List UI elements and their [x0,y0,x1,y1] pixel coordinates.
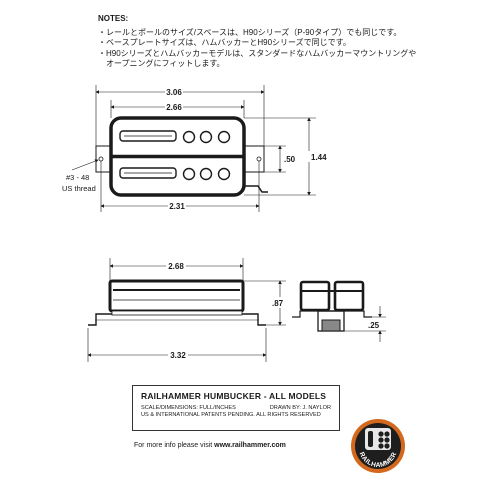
top-rail-lower [119,167,177,179]
railhammer-logo: RAILHAMMER [351,419,405,473]
end-cover-right [333,280,365,312]
notes-line-1: ・レールとポールのサイズ/スペースは、H90シリーズ（P-90タイプ）でも同じで… [98,27,402,37]
end-view-pickup [292,280,372,332]
dim-side-overall-length: 3.32 [170,351,186,360]
notes-line-4: オープニングにフィットします。 [98,59,225,68]
top-lead-wire [244,185,268,193]
end-cover-left [299,280,331,312]
title-block-scale: SCALE/DIMENSIONS: FULL/INCHES [141,405,236,411]
hammer-icon [365,428,391,450]
top-pole-1 [182,130,196,144]
dim-top-mount-spacing: 2.31 [169,202,185,211]
notes-title: NOTES: [98,14,129,23]
top-view-pickup [95,116,268,197]
notes-line-3: ・H90シリーズとハムバッカーモデルは、スタンダードなハムバッカーマウントリング… [98,48,417,58]
title-block: RAILHAMMER HUMBUCKER - ALL MODELS SCALE/… [132,385,340,431]
dim-top-half-height: .50 [284,155,296,164]
dim-side-cover-width: 2.68 [168,262,184,271]
title-block-patents: US & INTERNATIONAL PATENTS PENDING. ALL … [141,412,321,418]
side-view-pickup [88,279,266,326]
notes-block: NOTES: ・レールとポールのサイズ/スペースは、H90シリーズ（P-90タイ… [98,14,428,70]
top-pole-5 [199,167,213,181]
dim-side-height: .87 [272,299,284,308]
top-pole-3 [217,130,231,144]
top-pole-6 [217,167,231,181]
title-block-title: RAILHAMMER HUMBUCKER - ALL MODELS [141,391,327,401]
dim-top-overall-width: 3.06 [166,88,182,97]
notes-line-2: ・ベースプレートサイズは、ハムバッカーとH90シリーズで同じです。 [98,38,351,47]
side-baseplate [88,313,266,326]
dim-top-height: 1.44 [311,153,327,162]
top-pole-4 [182,167,196,181]
more-info: For more info please visit www.railhamme… [134,442,286,449]
top-pole-2 [199,130,213,144]
side-cover [108,279,245,313]
title-block-drawn: DRAWN BY: J. NAYLOR [269,405,331,411]
thread-label-line-1: #3 - 48 [66,173,89,182]
more-info-prefix: For more info please visit [134,442,215,449]
website-link[interactable]: www.railhammer.com [214,442,286,449]
dim-top-cover-width: 2.66 [166,103,182,112]
top-rail-upper [119,130,177,142]
dim-side-leg: .25 [368,321,380,330]
thread-label-line-2: US thread [62,184,96,193]
